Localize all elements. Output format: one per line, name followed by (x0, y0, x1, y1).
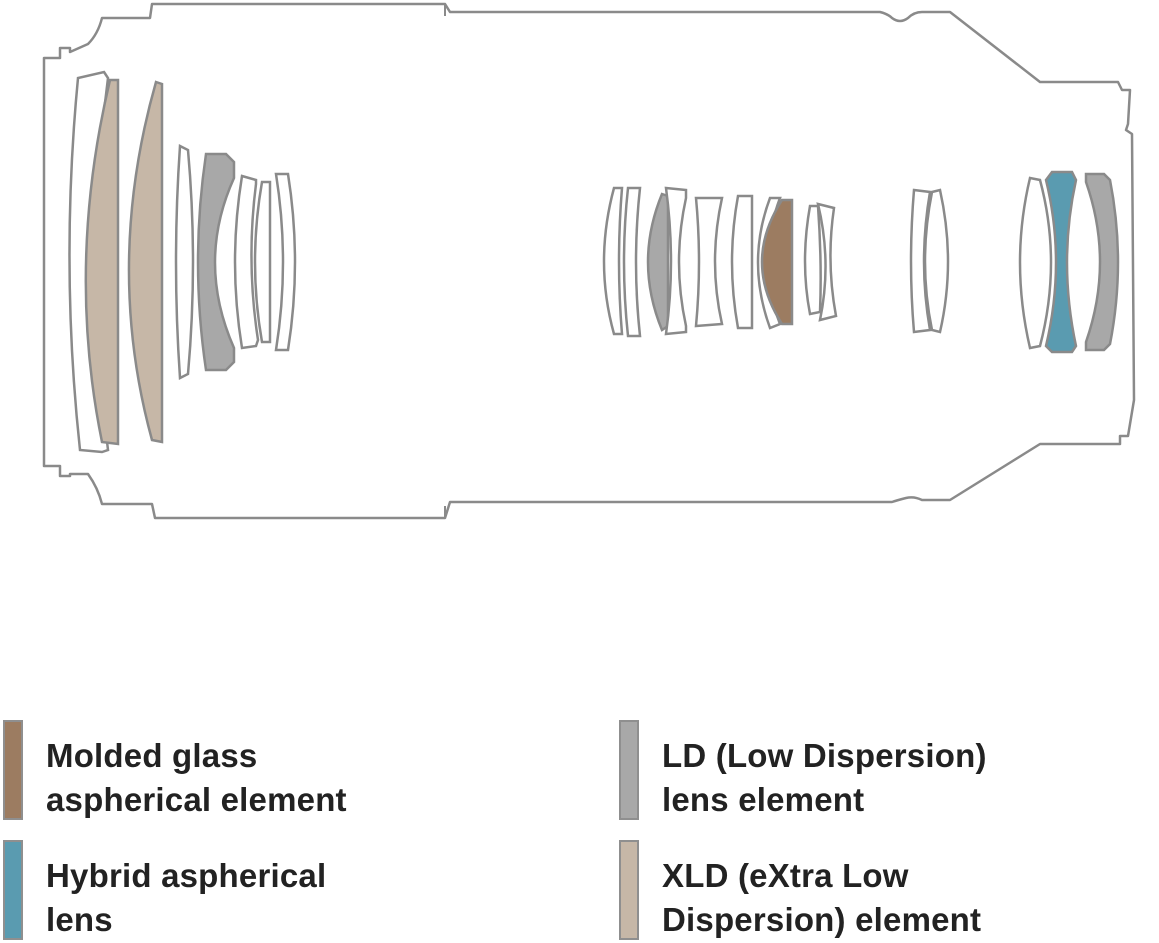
legend-item-ld: LD (Low Dispersion) lens element (619, 720, 1002, 822)
lens-element-23-ld (1084, 172, 1120, 352)
lens-element-14-plain (730, 194, 754, 330)
lens-element-10-plain (622, 186, 642, 338)
lens-barrel-outline (42, 2, 1136, 520)
lens-element-9-plain (602, 186, 624, 336)
lens-element-11-ld (646, 192, 670, 332)
legend-label-molded-line1: Molded glass (46, 737, 258, 774)
legend-item-hybrid-aspherical: Hybrid aspherical lens (3, 840, 386, 942)
legend-label-xld: XLD (eXtra Low Dispersion) element (662, 854, 1002, 942)
legend-item-xld: XLD (eXtra Low Dispersion) element (619, 840, 1002, 942)
lens-element-12-plain (664, 186, 688, 336)
legend-label-ld-line1: LD (Low Dispersion) (662, 737, 987, 774)
molded-glass-swatch (3, 720, 23, 820)
legend-label-molded-line2: aspherical element (46, 781, 347, 818)
hybrid-aspherical-swatch (3, 840, 23, 940)
lens-element-22-hybrid-aspherical (1044, 170, 1078, 354)
legend-item-molded-glass-aspherical: Molded glass aspherical element (3, 720, 386, 822)
lens-element-2-xld (84, 78, 120, 446)
legend-label-molded: Molded glass aspherical element (46, 734, 386, 822)
legend-label-ld-line2: lens element (662, 781, 865, 818)
lens-element-5-ld (196, 152, 236, 372)
lens-element-20-plain (923, 188, 950, 334)
legend-label-hybrid-line1: Hybrid aspherical (46, 857, 327, 894)
lens-element-7-plain (253, 180, 272, 344)
lens-element-3-xld (127, 80, 164, 444)
legend-label-ld: LD (Low Dispersion) lens element (662, 734, 1002, 822)
lens-element-8-plain (274, 172, 297, 352)
lens-element-6-plain (233, 174, 260, 350)
legend-label-xld-line1: XLD (eXtra Low (662, 857, 909, 894)
legend-label-hybrid: Hybrid aspherical lens (46, 854, 386, 942)
legend-label-hybrid-line2: lens (46, 901, 113, 938)
lens-element-13-plain (694, 196, 724, 328)
legend: Molded glass aspherical element Hybrid a… (0, 712, 1159, 943)
lens-element-21-plain (1018, 176, 1053, 350)
lens-element-16-molded-aspherical (760, 198, 794, 326)
legend-label-xld-line2: Dispersion) element (662, 901, 982, 938)
lens-construction-diagram (42, 2, 1136, 520)
lens-element-18-plain (816, 202, 838, 322)
lens-element-4-plain (174, 144, 195, 380)
xld-swatch (619, 840, 639, 940)
lens-element-17-plain (803, 204, 822, 316)
ld-swatch (619, 720, 639, 820)
